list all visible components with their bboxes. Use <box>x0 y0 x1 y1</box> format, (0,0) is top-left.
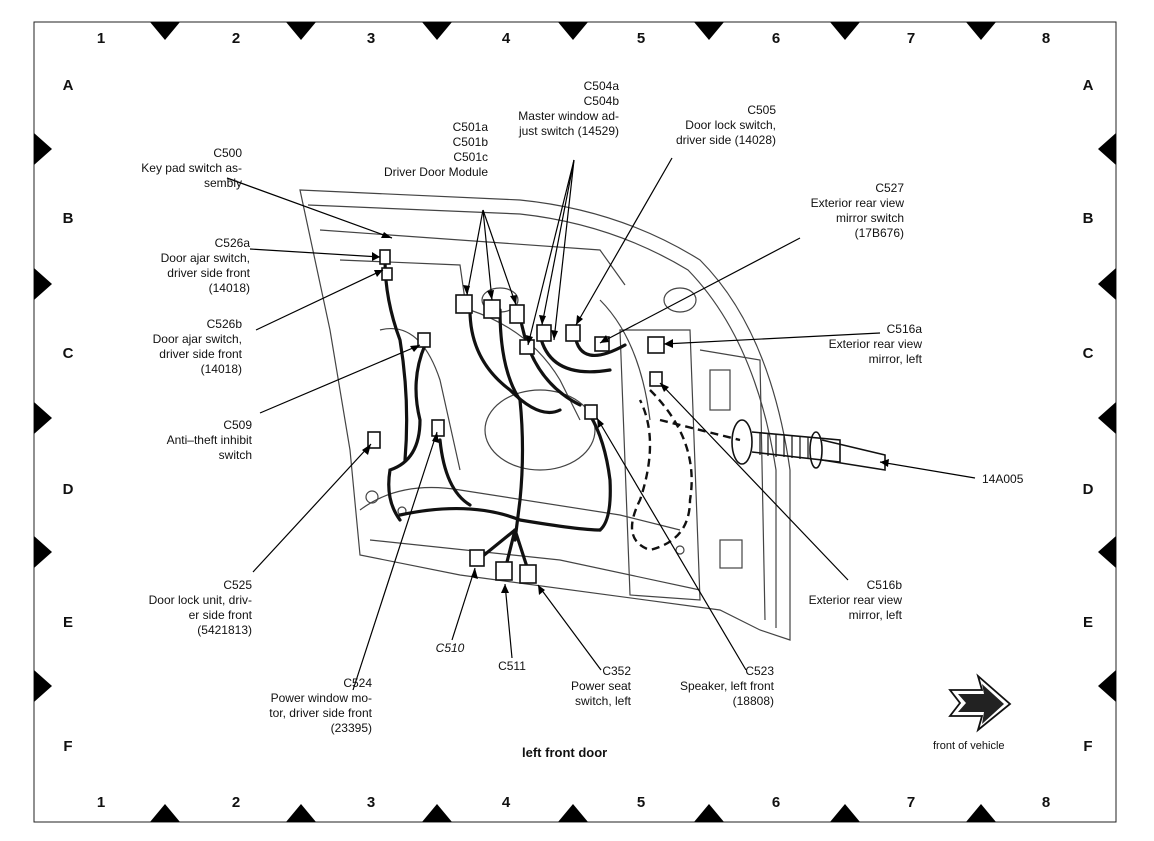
connectors <box>367 249 665 584</box>
diagram-title: left front door <box>522 745 608 760</box>
row-left-b: B <box>62 210 74 227</box>
col-top-3: 3 <box>366 30 376 47</box>
col-top-4: 4 <box>501 30 511 47</box>
leader-lines <box>226 157 976 691</box>
col-top-1: 1 <box>96 30 106 47</box>
row-right-d: D <box>1082 481 1094 498</box>
col-top-2: 2 <box>231 30 241 47</box>
col-top-7: 7 <box>906 30 916 47</box>
callout-c510: C510 <box>435 641 465 655</box>
row-left-c: C <box>62 345 74 362</box>
right-zone-markers <box>1098 133 1116 702</box>
row-right-c: C <box>1082 345 1094 362</box>
col-bottom-7: 7 <box>906 794 916 811</box>
col-top-5: 5 <box>636 30 646 47</box>
front-of-vehicle-label: front of vehicle <box>933 740 1005 752</box>
row-left-d: D <box>62 481 74 498</box>
door-illustration <box>299 189 791 641</box>
row-right-b: B <box>1082 210 1094 227</box>
row-left-a: A <box>62 77 74 94</box>
col-bottom-6: 6 <box>771 794 781 811</box>
left-zone-markers <box>34 133 52 702</box>
row-right-f: F <box>1083 738 1093 755</box>
col-bottom-5: 5 <box>636 794 646 811</box>
col-bottom-2: 2 <box>231 794 241 811</box>
col-bottom-8: 8 <box>1041 794 1051 811</box>
col-bottom-4: 4 <box>501 794 511 811</box>
col-bottom-1: 1 <box>96 794 106 811</box>
callout-14a005: 14A005 <box>982 472 1024 486</box>
leader-arrowheads <box>362 232 889 595</box>
callout-c511: C511 <box>498 659 526 673</box>
bottom-zone-markers <box>150 804 996 822</box>
top-zone-markers <box>150 22 996 40</box>
col-top-8: 8 <box>1041 30 1051 47</box>
wiring-harness <box>383 258 627 572</box>
col-top-6: 6 <box>771 30 781 47</box>
front-of-vehicle-arrow-icon <box>948 673 1012 733</box>
harness-dashed <box>630 389 741 552</box>
row-left-e: E <box>62 614 73 631</box>
col-bottom-3: 3 <box>366 794 376 811</box>
conduit-grommet <box>731 419 886 471</box>
row-left-f: F <box>63 738 73 755</box>
row-right-e: E <box>1082 614 1093 631</box>
row-right-a: A <box>1082 77 1094 94</box>
